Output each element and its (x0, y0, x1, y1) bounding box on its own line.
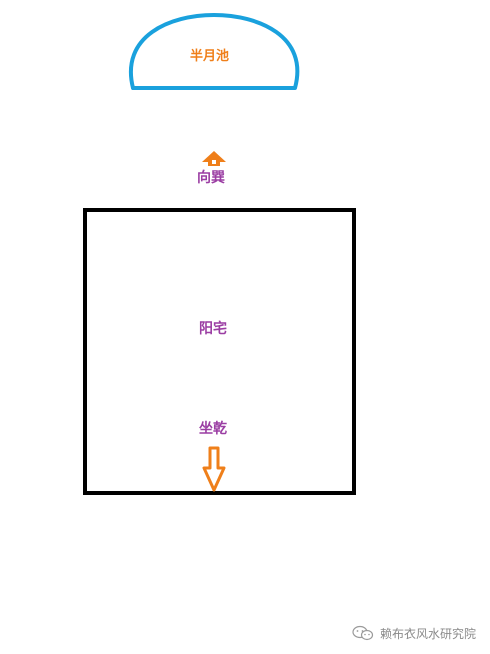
sitting-arrow-down-icon (202, 446, 226, 492)
watermark-text: 赖布衣风水研究院 (380, 626, 477, 641)
facing-arrow-up-icon (202, 151, 226, 166)
house-outline (83, 208, 356, 495)
facing-direction-label: 向巽 (197, 170, 225, 186)
house-label: 阳宅 (199, 321, 227, 337)
half-moon-pond-outline (129, 13, 300, 90)
pond-label: 半月池 (190, 49, 230, 64)
sitting-direction-label: 坐乾 (199, 421, 227, 437)
facing-arrow-notch (212, 160, 216, 164)
wechat-icon (352, 625, 374, 641)
watermark: 赖布衣风水研究院 (352, 625, 476, 641)
